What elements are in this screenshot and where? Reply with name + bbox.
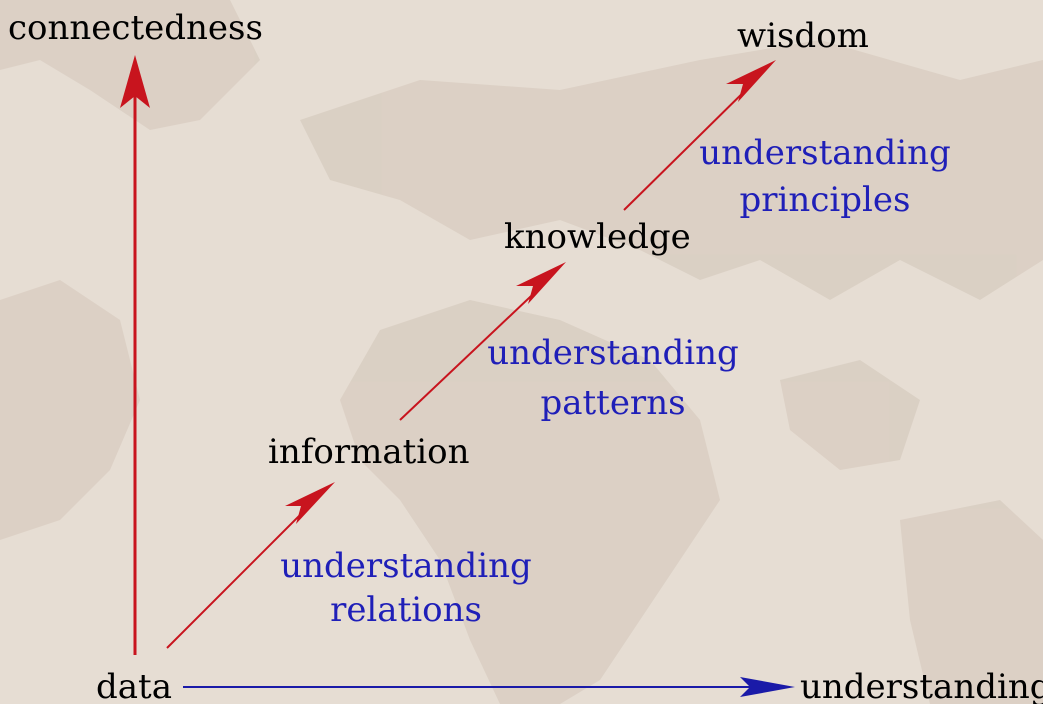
node-wisdom: wisdom (737, 16, 869, 56)
annotation-relations-line2: relations (330, 590, 482, 630)
annotation-principles-line2: principles (740, 180, 911, 220)
vertical-axis (120, 55, 150, 655)
node-data: data (96, 667, 172, 704)
annotation-principles: understanding principles (699, 133, 951, 220)
horizontal-axis (183, 677, 795, 697)
arrow-knowledge-to-wisdom (623, 60, 776, 211)
annotation-principles-line1: understanding (699, 133, 951, 173)
arrow-information-to-knowledge (399, 262, 566, 421)
vertical-axis-label: connectedness (8, 8, 263, 48)
annotation-patterns-line1: understanding (487, 333, 739, 373)
annotation-patterns-line2: patterns (540, 383, 685, 423)
annotation-relations-line1: understanding (280, 546, 532, 586)
annotation-patterns: understanding patterns (487, 333, 739, 423)
node-information: information (268, 432, 470, 472)
annotation-relations: understanding relations (280, 546, 532, 630)
arrow-data-to-information (166, 482, 335, 649)
node-knowledge: knowledge (504, 217, 691, 257)
horizontal-axis-label: understanding (800, 667, 1043, 704)
